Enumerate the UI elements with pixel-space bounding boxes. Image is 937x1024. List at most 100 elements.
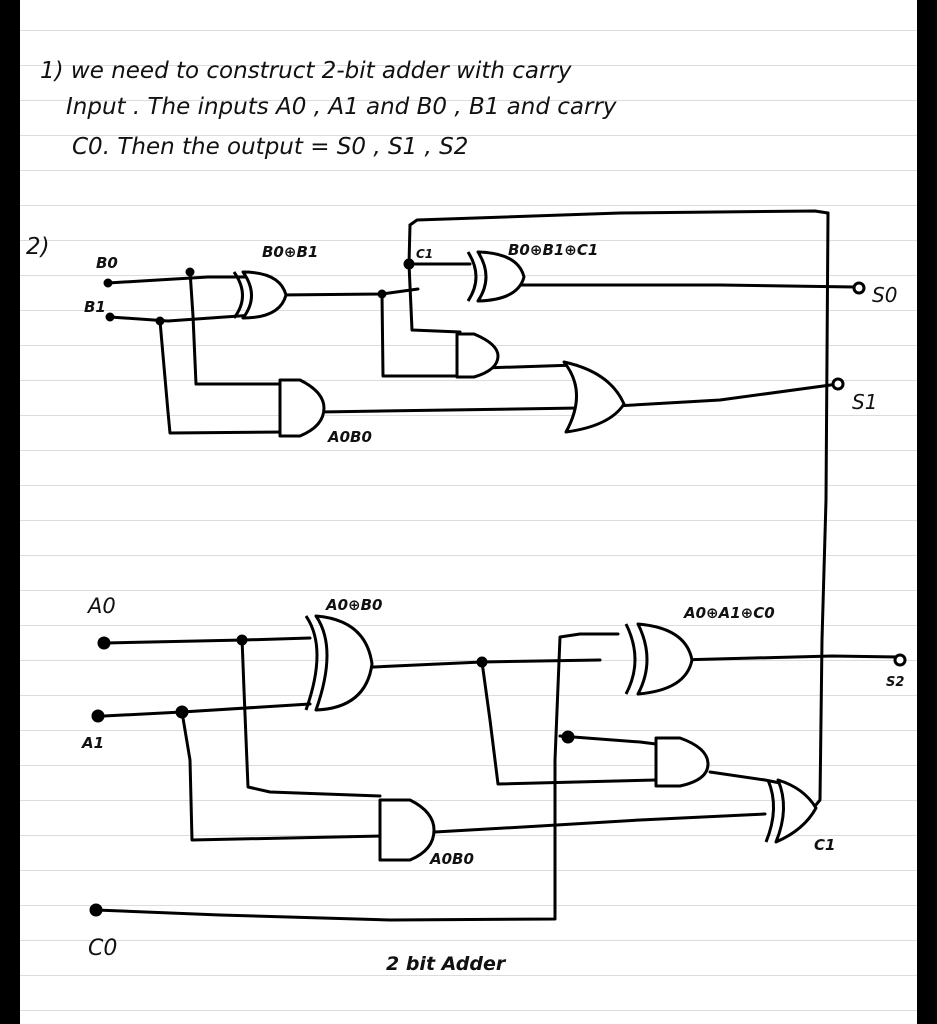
label-input-a0: A0	[88, 594, 116, 618]
wire-c0-to-and	[558, 734, 658, 746]
ruled-line	[20, 660, 917, 661]
adder-circuit-diagram	[89, 209, 907, 922]
wire-and1-to-or	[318, 406, 582, 414]
wire-a0-input	[104, 636, 312, 645]
junction-c1	[403, 258, 415, 270]
label-input-b0: B0	[96, 254, 118, 272]
wire-c1-to-and	[407, 262, 462, 334]
label-output-s2: S2	[886, 675, 905, 690]
junction-b0	[185, 267, 195, 277]
input-terminal-b1	[105, 312, 115, 322]
junction-a0	[236, 634, 248, 646]
wire-xor3-out	[350, 658, 602, 670]
gate-xor-b0-b1-back	[232, 271, 244, 319]
gate-xor-b0-b1	[241, 270, 288, 320]
ruled-line	[20, 30, 917, 31]
input-terminal-b0	[103, 278, 113, 288]
section-number: 2)	[26, 234, 50, 260]
ruled-line	[20, 65, 917, 66]
wire-or-to-s1	[614, 382, 840, 408]
wire-a1-input	[102, 702, 312, 718]
ruled-line	[20, 800, 917, 801]
ruled-line	[20, 310, 917, 311]
gate-xor-carry	[774, 778, 818, 844]
ruled-line	[20, 275, 917, 276]
wire-a0-to-and	[240, 636, 382, 798]
ruled-line	[20, 170, 917, 171]
notebook-page: 1) we need to construct 2-bit adder with…	[20, 0, 917, 1024]
ruled-line	[20, 730, 917, 731]
ruled-line	[20, 555, 917, 556]
label-output-s1: S1	[852, 390, 878, 414]
wire-top-return	[408, 209, 830, 227]
label-a0-xor-b0: A0⊕B0	[326, 596, 383, 614]
label-input-c0: C0	[88, 936, 118, 961]
junction-a1	[175, 705, 189, 719]
gate-xor-a0-a1	[314, 614, 374, 712]
label-c1-out: C1	[814, 836, 836, 854]
diagram-title: 2 bit Adder	[386, 953, 506, 975]
ruled-line	[20, 415, 917, 416]
ruled-line	[20, 975, 917, 976]
gate-or-s1	[562, 360, 626, 434]
wire-b0-to-and	[188, 269, 290, 386]
label-input-b1: B1	[84, 298, 106, 316]
label-output-s0: S0	[872, 283, 898, 307]
gate-and-b0-b1	[278, 378, 326, 438]
wire-b1-to-and	[158, 319, 287, 435]
label-a0b0-top: A0B0	[328, 428, 372, 446]
ruled-line	[20, 835, 917, 836]
ruled-line	[20, 520, 917, 521]
label-b0-xor-b1: B0⊕B1	[262, 243, 319, 261]
gate-xor-s2-back	[624, 623, 637, 695]
ruled-line	[20, 485, 917, 486]
note-line-1: 1) we need to construct 2-bit adder with…	[40, 58, 572, 84]
gate-xor-s0	[476, 250, 526, 303]
note-line-3: C0. Then the output = S0 , S1 , S2	[72, 134, 469, 160]
wire-xor1-to-and	[380, 292, 459, 378]
output-terminal-s0	[852, 281, 866, 295]
output-terminal-s2	[893, 653, 907, 667]
wire-a1-to-and	[180, 710, 384, 842]
ruled-line	[20, 450, 917, 451]
ruled-line	[20, 240, 917, 241]
label-a0-a1-c0: A0⊕A1⊕C0	[684, 604, 775, 622]
input-terminal-a0	[97, 636, 111, 650]
wire-carry-return	[813, 211, 830, 808]
gate-xor-a0-a1-back	[304, 615, 319, 711]
wire-and4-to-or	[708, 770, 782, 785]
wire-b0-input	[106, 275, 270, 285]
gate-xor-s0-back	[466, 251, 478, 302]
junction-xor1	[377, 289, 387, 299]
junction-c0	[561, 730, 575, 744]
ruled-line	[20, 625, 917, 626]
input-terminal-c0	[89, 903, 103, 917]
ruled-line	[20, 1010, 917, 1011]
wire-c0-to-xor	[553, 632, 620, 762]
ruled-line	[20, 695, 917, 696]
wire-xor2-out	[495, 283, 857, 289]
ruled-line	[20, 135, 917, 136]
note-line-2: Input . The inputs A0 , A1 and B0 , B1 a…	[66, 94, 617, 120]
ruled-line	[20, 590, 917, 591]
label-b0-b1-c1: B0⊕B1⊕C1	[508, 241, 599, 259]
label-c1-in: C1	[416, 247, 434, 261]
ruled-line	[20, 940, 917, 941]
wire-c0-input	[94, 758, 557, 922]
gate-and-c0	[654, 736, 710, 788]
ruled-line	[20, 205, 917, 206]
output-terminal-s1	[831, 377, 845, 391]
gate-and-c1	[455, 332, 500, 379]
label-a0b0-bottom: A0B0	[430, 850, 474, 868]
input-terminal-a1	[91, 709, 105, 723]
junction-xor3	[476, 656, 488, 668]
ruled-line	[20, 905, 917, 906]
ruled-line	[20, 765, 917, 766]
junction-b1	[155, 316, 165, 326]
wire-xor3-to-and	[480, 660, 658, 786]
wire-xor1-out	[276, 287, 420, 297]
ruled-line	[20, 380, 917, 381]
wire-and3-to-or	[433, 812, 767, 834]
wire-and2-to-or	[481, 363, 578, 370]
wire-xor4-out	[676, 654, 902, 662]
